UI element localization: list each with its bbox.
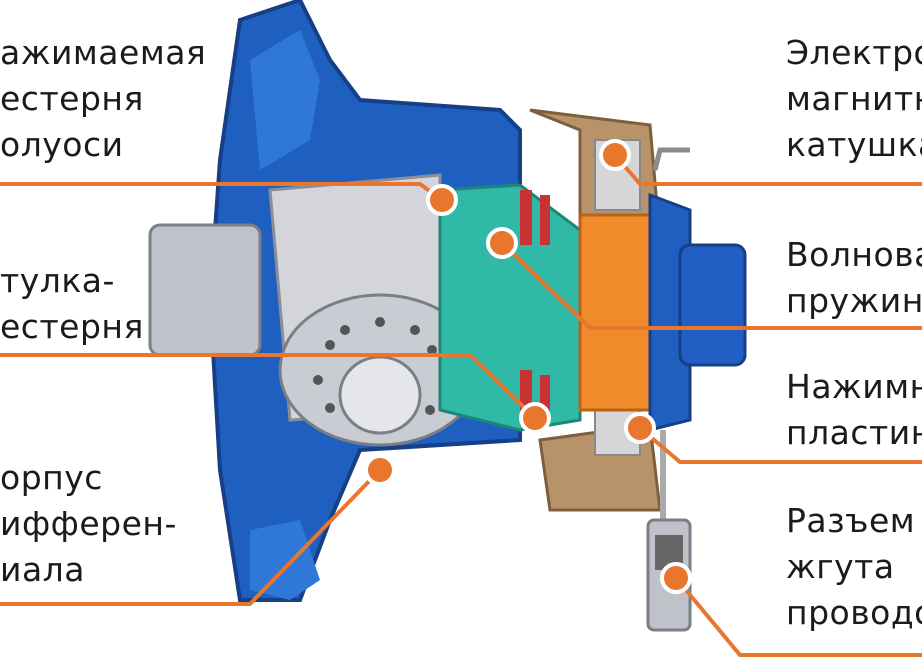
axle-shaft-left xyxy=(148,223,262,357)
label-pressure-plate: Нажимна пластина xyxy=(786,364,922,456)
label-gear-bushing: тулка- естерня xyxy=(0,258,144,350)
locking-gear xyxy=(438,183,582,432)
label-gear-bushing-line1: тулка- xyxy=(0,261,115,300)
leader-pressure-plate xyxy=(638,426,922,464)
label-coil-line3: катушка xyxy=(786,125,922,164)
callout-markers xyxy=(364,139,692,594)
leader-housing xyxy=(0,468,382,606)
leader-connector xyxy=(674,576,922,657)
marker-gear-bushing xyxy=(519,402,551,434)
side-gear xyxy=(268,173,482,447)
label-coil-line2: магнитна xyxy=(786,79,922,118)
label-connector-line3: проводо xyxy=(786,593,922,632)
marker-pressure-plate xyxy=(624,412,656,444)
orange-ring xyxy=(578,213,662,412)
label-pressure-plate-line2: пластина xyxy=(786,413,922,452)
label-housing-line3: иала xyxy=(0,550,85,589)
label-connector-line1: Разъем xyxy=(786,501,916,540)
label-coil-line1: Электро- xyxy=(786,33,922,72)
label-side-gear-line1: ажимаемая xyxy=(0,33,207,72)
leader-gear-bushing xyxy=(0,353,537,420)
differential-housing-right xyxy=(648,192,747,432)
label-connector-line2: жгута xyxy=(786,547,895,586)
label-housing: орпус ифферен- иала xyxy=(0,455,177,593)
label-housing-line1: орпус xyxy=(0,458,103,497)
label-gear-bushing-line2: естерня xyxy=(0,307,144,346)
label-side-gear-line2: естерня xyxy=(0,79,144,118)
label-wave-spring: Волнова пружина xyxy=(786,232,922,324)
marker-side-gear xyxy=(426,184,458,216)
label-pressure-plate-line1: Нажимна xyxy=(786,367,922,406)
marker-connector xyxy=(660,562,692,594)
label-side-gear-line3: олуоси xyxy=(0,125,124,164)
label-wave-spring-line1: Волнова xyxy=(786,235,922,274)
bracket xyxy=(652,147,690,171)
label-wave-spring-line2: пружина xyxy=(786,281,922,320)
leader-wave-spring xyxy=(500,241,922,330)
label-coil: Электро- магнитна катушка xyxy=(786,30,922,168)
label-side-gear: ажимаемая естерня олуоси xyxy=(0,30,206,168)
label-housing-line2: ифферен- xyxy=(0,504,177,543)
marker-wave-spring xyxy=(486,227,518,259)
marker-housing xyxy=(364,454,396,486)
marker-coil xyxy=(599,139,631,171)
label-connector: Разъем жгута проводо xyxy=(786,498,922,636)
